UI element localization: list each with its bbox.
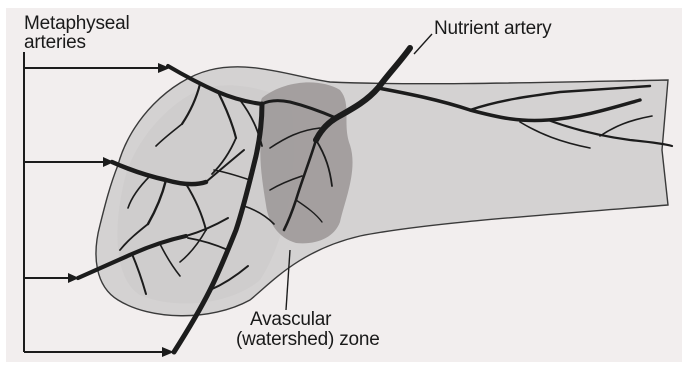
- nutrient-artery-label: Nutrient artery: [434, 19, 551, 39]
- metaphyseal-arteries-label-line2: arteries: [24, 33, 86, 53]
- metaphyseal-arteries-label-line1: Metaphyseal: [24, 14, 130, 34]
- avascular-zone-label-line1: Avascular: [250, 310, 331, 330]
- avascular-zone-label-line2: (watershed) zone: [236, 330, 380, 350]
